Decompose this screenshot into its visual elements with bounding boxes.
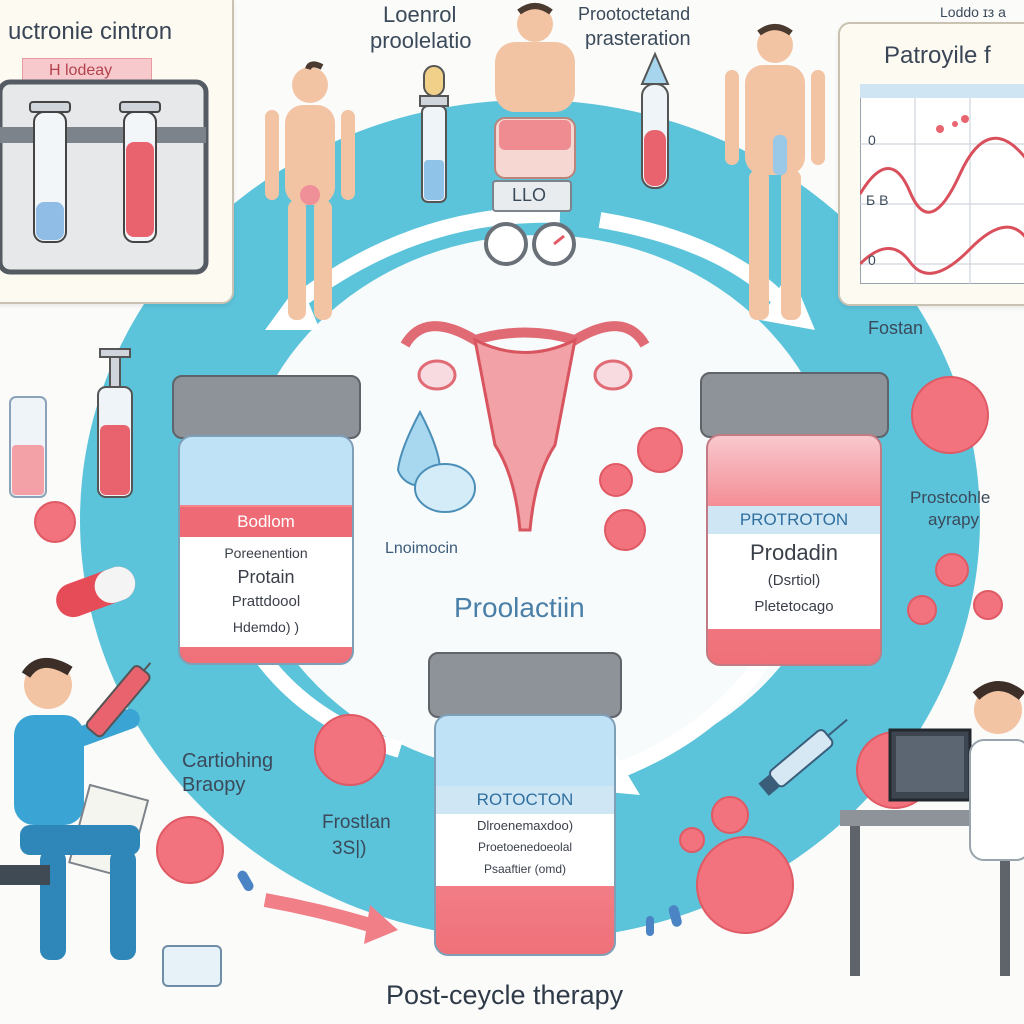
center-title: Proolactiin: [454, 592, 585, 623]
annotation-prostcohle: Prostcohle: [910, 488, 991, 507]
jar-line2: Protain: [237, 567, 295, 587]
label-right-line2: prasteration: [585, 28, 691, 50]
jar-body: Bodlom Poreenention Protain Prattdoool H…: [178, 435, 354, 665]
test-tube-icon: [9, 396, 47, 498]
drop-icon: [396, 410, 476, 513]
doctor-figure: [840, 681, 1024, 976]
jar-left: Bodlom Poreenention Protain Prattdoool H…: [172, 375, 361, 665]
jar-line2: (Dsrtiol): [767, 572, 821, 589]
test-tube-icon: [640, 51, 670, 189]
tag-text: H lodeay: [49, 62, 113, 79]
jar-label-panel: Poreenention Protain Prattdoool Hdemdo) …: [180, 537, 352, 647]
annotation-3s: 3S|): [332, 838, 367, 859]
corner-text: Loddo ɪз a: [940, 4, 1006, 20]
jar-line3: Psaaftier (omd): [483, 862, 567, 876]
annotation-ayrapy: ayrapy: [928, 510, 980, 529]
panel-title: uctronie cintron: [8, 18, 173, 45]
jar-body: PROTROTON Prodadin (Dsrtiol) Pletetocago: [706, 434, 882, 666]
chart-panel: Patroyile f 0 Б B 0: [838, 22, 1024, 306]
annotation-braopy: Braopy: [182, 774, 246, 796]
test-tube-rack: [0, 79, 209, 275]
jar-band-text: Bodlom: [237, 512, 295, 531]
jar-label-panel: Prodadin (Dsrtiol) Pletetocago: [708, 534, 880, 629]
patient-figure-right: [725, 24, 825, 320]
jar-label-panel: Dlroenemaxdoo) Proetoenedoeolal Psaaftie…: [436, 814, 614, 886]
uterus-icon: [400, 321, 650, 532]
test-tube-icon: [29, 101, 71, 243]
chart-title: Patroyile f: [884, 42, 991, 69]
bottom-arrow: [263, 893, 398, 944]
test-tube-panel: uctronie cintron H lodeay: [0, 0, 234, 304]
syringe-icon: [97, 348, 133, 498]
jar-line3: Prattdoool: [231, 593, 301, 610]
jar-line1: Prodadin: [749, 540, 839, 565]
jar-band-text: ROTOCTON: [476, 790, 574, 809]
jar-band: PROTROTON: [708, 506, 880, 534]
capsule-icon: [56, 566, 136, 618]
jar-band: Bodlom: [180, 507, 352, 537]
device-label: LLO: [512, 185, 547, 205]
footer-caption: Post-ceycle therapy: [386, 980, 624, 1010]
jar-band: ROTOCTON: [436, 786, 614, 814]
annotation-fostan: Fostan: [868, 318, 924, 338]
jar-lid: [172, 375, 361, 439]
annotation-cartiohing: Cartiohing: [182, 750, 274, 772]
syringe-icon: [85, 662, 152, 738]
small-container: [162, 945, 222, 987]
syringe-icon: [419, 65, 449, 203]
jar-bottom: ROTOCTON Dlroenemaxdoo) Proetoenedoeolal…: [428, 652, 622, 957]
jar-lid: [428, 652, 622, 718]
chart-axis-label-2: 0: [868, 252, 876, 268]
patient-figure-center: [494, 3, 576, 179]
jar-body: ROTOCTON Dlroenemaxdoo) Proetoenedoeolal…: [434, 714, 616, 956]
jar-line1: Poreenention: [224, 545, 308, 561]
jar-lid: [700, 372, 889, 438]
chart-axis-label-1: Б B: [866, 192, 889, 208]
patient-figure-left: [265, 61, 355, 320]
jar-line3: Pletetocago: [754, 598, 834, 615]
drop-label: Lnoimocin: [385, 540, 458, 557]
jar-right: PROTROTON Prodadin (Dsrtiol) Pletetocago: [700, 372, 889, 667]
pill-dots: [237, 870, 682, 936]
syringe-icon: [758, 718, 848, 796]
dial-icons: [484, 222, 576, 266]
chart-icon: [860, 84, 1024, 284]
jar-line1: Dlroenemaxdoo): [476, 818, 574, 833]
device-box: LLO: [492, 180, 572, 212]
jar-band-text: PROTROTON: [739, 510, 849, 529]
label-right-line1: Prootoctetand: [578, 4, 691, 24]
jar-line2: Proetoenedoeolal: [477, 840, 573, 854]
jar-line4: Hdemdo) ): [232, 619, 300, 635]
test-tube-icon: [119, 101, 161, 243]
chart-axis-label-0: 0: [868, 132, 876, 148]
label-left-line1: Loenrol: [383, 2, 457, 27]
annotation-frostlan: Frostlan: [322, 812, 391, 833]
label-left-line2: proolelatio: [370, 28, 472, 53]
nurse-figure: [0, 658, 150, 960]
